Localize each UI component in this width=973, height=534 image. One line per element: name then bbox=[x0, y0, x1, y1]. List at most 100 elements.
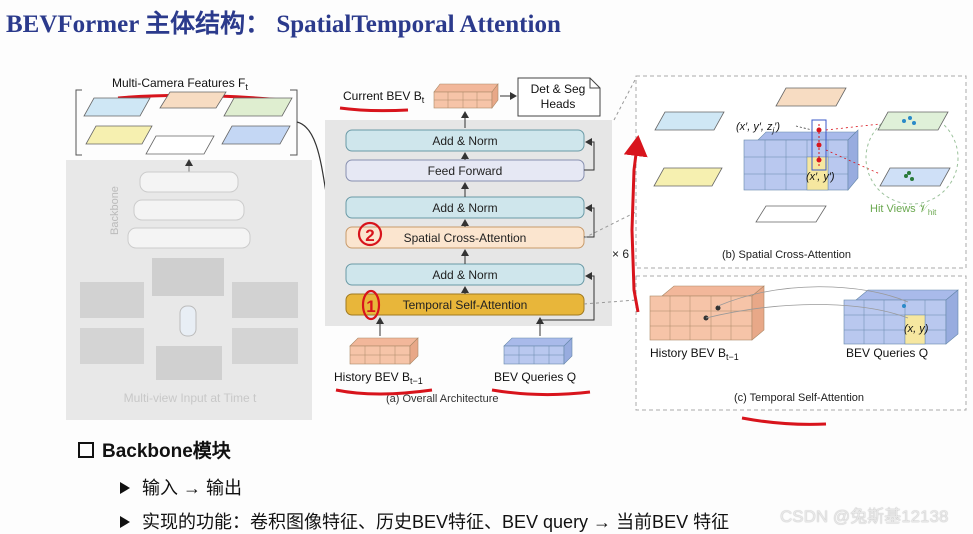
sample-point bbox=[910, 177, 914, 181]
temporal-history-label: History BEV Bt−1 bbox=[650, 346, 739, 362]
input-label: Multi-view Input at Time t bbox=[124, 391, 257, 405]
spatial-bev-grid bbox=[743, 129, 859, 191]
hit-view-plane-blue bbox=[879, 167, 951, 187]
point-3d-label: (x′, y′, zj′) bbox=[736, 121, 780, 135]
annotation-underline-queries bbox=[491, 388, 591, 397]
temporal-offset-curve bbox=[717, 286, 909, 307]
camera-image-front-left bbox=[80, 282, 144, 318]
backbone-layer bbox=[139, 171, 239, 193]
sample-point bbox=[912, 121, 916, 125]
features-bracket-left bbox=[75, 89, 82, 156]
add-norm-1-label: Add & Norm bbox=[432, 268, 497, 282]
heads-label-line1: Det & Seg bbox=[531, 82, 586, 96]
sample-point bbox=[907, 171, 911, 175]
pillar-box bbox=[811, 119, 827, 171]
annotation-underline-temporal bbox=[741, 416, 827, 426]
feature-plane-blue bbox=[83, 97, 151, 117]
camera-image-front-right bbox=[232, 282, 298, 318]
annotation-underline-current-bev bbox=[339, 106, 409, 113]
temporal-queries-label: BEV Queries Q bbox=[846, 346, 928, 360]
bev-queries-label: BEV Queries Q bbox=[494, 370, 576, 384]
current-bev-label: Current BEV Bt bbox=[343, 89, 425, 105]
history-ref-point bbox=[715, 305, 721, 311]
bullet-io-text: 输入 → 输出 bbox=[142, 478, 243, 498]
point-label-leader bbox=[795, 125, 813, 131]
temporal-queries-grid bbox=[843, 289, 959, 345]
connector-dashed bbox=[583, 211, 637, 239]
watermark: CSDN @兔斯基12138 bbox=[780, 507, 949, 526]
temporal-offset-curve bbox=[705, 304, 909, 319]
history-bev-grid bbox=[349, 337, 419, 365]
bullet-function-text: 实现的功能：卷积图像特征、历史BEV特征、BEV query → 当前BEV 特… bbox=[142, 512, 730, 532]
backbone-layer bbox=[127, 227, 251, 249]
bevformer-diagram: Multi-Camera Features Ft Backbone Multi-… bbox=[66, 75, 967, 426]
backbone-label: Backbone bbox=[109, 186, 121, 235]
sample-point bbox=[904, 174, 908, 178]
checkbox-square-icon bbox=[78, 442, 94, 458]
repeat-label: × 6 bbox=[612, 247, 629, 261]
feature-plane-peach bbox=[159, 91, 227, 109]
view-plane-peach bbox=[775, 87, 847, 107]
feed-forward-label: Feed Forward bbox=[428, 164, 503, 178]
sample-point bbox=[902, 119, 906, 123]
query-sample-point bbox=[902, 304, 906, 308]
overall-architecture-caption: (a) Overall Architecture bbox=[386, 393, 498, 405]
heads-label-line2: Heads bbox=[541, 97, 576, 111]
feature-plane-yellow bbox=[85, 125, 153, 145]
temporal-caption: (c) Temporal Self-Attention bbox=[734, 392, 864, 404]
backbone-layer bbox=[133, 199, 245, 221]
bullet-backbone-text: Backbone模块 bbox=[102, 441, 231, 462]
camera-image-front bbox=[152, 258, 224, 296]
bullet-backbone: Backbone模块 bbox=[78, 436, 231, 463]
residual-arrow bbox=[584, 138, 595, 171]
bullet-io: 输入 → 输出 bbox=[120, 474, 242, 500]
spatial-cross-attention-label: Spatial Cross-Attention bbox=[404, 231, 527, 245]
camera-image-back-left bbox=[80, 328, 144, 364]
ego-car-icon bbox=[179, 305, 197, 337]
spatial-cross-attention-panel: (x′, y′, zj′) (x′, y′) Hit Views 𝒱hit (b… bbox=[635, 75, 967, 269]
annotation-underline-history bbox=[335, 388, 433, 396]
hit-views-label: Hit Views 𝒱hit bbox=[870, 203, 937, 217]
left-panel: Multi-Camera Features Ft Backbone Multi-… bbox=[66, 76, 344, 420]
spatial-caption: (b) Spatial Cross-Attention bbox=[722, 249, 851, 261]
arrow-bullet-icon bbox=[120, 482, 130, 494]
connector-dashed bbox=[583, 299, 637, 305]
annotation-circle-2 bbox=[357, 221, 383, 247]
temporal-self-attention-panel: (x, y) History BEV Bt−1 BEV Queries Q (c… bbox=[635, 275, 967, 426]
annotation-circle-1 bbox=[361, 289, 381, 321]
residual-arrow bbox=[540, 272, 595, 321]
sample-point bbox=[908, 116, 912, 120]
heads-box-fold bbox=[589, 78, 600, 89]
view-plane-blue bbox=[654, 111, 725, 131]
temporal-history-grid bbox=[649, 285, 765, 341]
slide-title: BEVFormer 主体结构： SpatialTemporal Attentio… bbox=[6, 11, 561, 38]
view-plane-yellow bbox=[653, 167, 723, 187]
ref-point bbox=[816, 157, 822, 163]
temporal-self-attention-label: Temporal Self-Attention bbox=[403, 298, 528, 312]
annotation-red-arrow bbox=[623, 135, 648, 313]
hit-view-plane-green bbox=[877, 111, 949, 131]
bullet-function: 实现的功能：卷积图像特征、历史BEV特征、BEV query → 当前BEV 特… bbox=[120, 508, 729, 534]
architecture-panel: Current BEV Bt Det & Seg Heads Add & Nor… bbox=[325, 77, 637, 405]
residual-arrow bbox=[584, 204, 595, 238]
ref-point bbox=[816, 142, 822, 148]
bev-queries-grid bbox=[503, 337, 573, 365]
feature-plane-white bbox=[145, 135, 215, 155]
point-2d-label: (x′, y′) bbox=[806, 171, 835, 183]
annotation-number-2: 2 bbox=[365, 226, 374, 245]
projection-line bbox=[825, 123, 881, 131]
view-plane-white bbox=[755, 205, 827, 223]
query-xy-label: (x, y) bbox=[904, 323, 929, 335]
add-norm-3-label: Add & Norm bbox=[432, 134, 497, 148]
features-label: Multi-Camera Features Ft bbox=[112, 76, 248, 92]
add-norm-2-label: Add & Norm bbox=[432, 201, 497, 215]
current-bev-grid bbox=[433, 83, 499, 109]
ref-point bbox=[816, 127, 822, 133]
det-seg-heads-box bbox=[517, 77, 601, 117]
feature-plane-lightblue bbox=[221, 125, 291, 145]
camera-image-back-right bbox=[232, 328, 298, 364]
feature-plane-green bbox=[223, 97, 293, 117]
arrow-bullet-icon bbox=[120, 516, 130, 528]
history-bev-label: History BEV Bt−1 bbox=[334, 370, 423, 386]
camera-image-back bbox=[156, 346, 222, 380]
